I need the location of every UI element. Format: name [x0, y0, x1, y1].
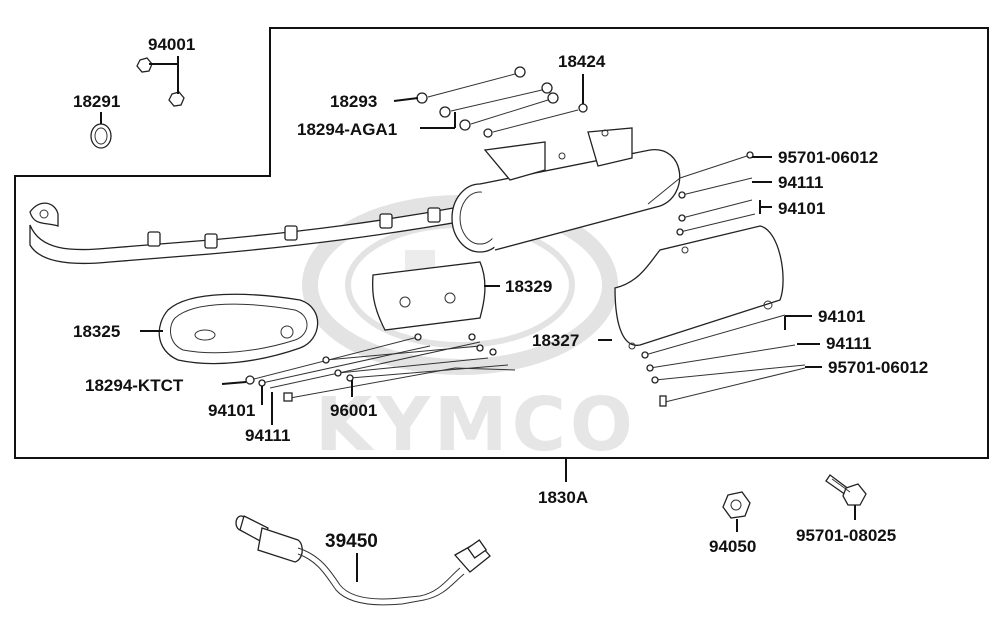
part-labels: 94001 18291 18424 18293 18294-AGA1 95701… [73, 35, 928, 556]
label-95701-08025: 95701-08025 [796, 526, 896, 545]
oxygen-sensor-39450 [235, 515, 491, 606]
watermark-text: KYMCO [315, 382, 637, 468]
label-95701-06012-right: 95701-06012 [828, 358, 928, 377]
nut-94050 [722, 491, 751, 519]
bolts-right-top [676, 151, 756, 236]
label-95701-06012-top: 95701-06012 [778, 148, 878, 167]
bolts-right-lower [641, 314, 806, 407]
nuts-94001 [136, 57, 185, 107]
cover-18325 [158, 293, 319, 365]
leader-lines [100, 56, 856, 582]
label-18291: 18291 [73, 92, 120, 111]
label-94111-top: 94111 [778, 173, 823, 192]
label-18327: 18327 [532, 331, 579, 350]
label-96001: 96001 [330, 401, 377, 420]
label-94101-right: 94101 [818, 307, 865, 326]
bolt-95701-08025 [825, 474, 867, 506]
assembly-frame [14, 27, 989, 459]
label-39450: 39450 [325, 531, 378, 552]
heat-shield-18327 [614, 225, 784, 346]
label-94050: 94050 [709, 537, 756, 556]
bolts-lower-left [245, 333, 516, 402]
label-18424: 18424 [558, 52, 606, 71]
clamp-18291 [90, 123, 112, 149]
label-94111-right: 94111 [826, 334, 871, 353]
label-18294-ktct: 18294-KTCT [85, 376, 184, 395]
label-18293: 18293 [330, 92, 377, 111]
label-94001: 94001 [148, 35, 195, 54]
label-18329: 18329 [505, 277, 552, 296]
label-18325: 18325 [73, 322, 120, 341]
label-94101-top: 94101 [778, 199, 825, 218]
label-94101-left: 94101 [208, 401, 255, 420]
label-94111-left: 94111 [245, 426, 290, 445]
muffler [451, 127, 681, 253]
label-18294-aga1: 18294-AGA1 [297, 120, 397, 139]
heat-shield-18329 [371, 261, 486, 331]
bracket-bolts-top [416, 66, 588, 138]
label-1830a: 1830A [538, 488, 588, 507]
